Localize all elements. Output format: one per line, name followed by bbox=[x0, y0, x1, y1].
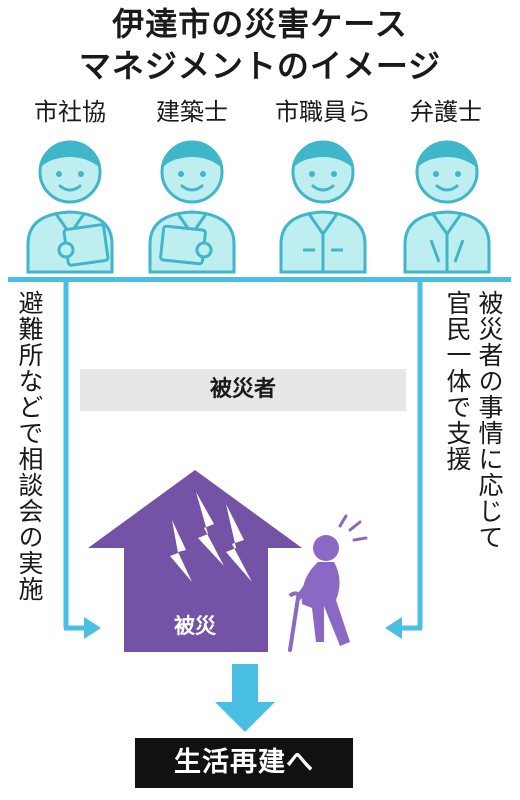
person-lawyer-icon bbox=[403, 140, 491, 274]
down-flow-arrow bbox=[215, 664, 275, 732]
person-city-staff-icon bbox=[279, 140, 367, 274]
title-line-1: 伊達市の災害ケース bbox=[112, 5, 408, 43]
person-label-city-staff: 市職員ら bbox=[275, 98, 371, 126]
person-label-social-welfare: 市社協 bbox=[34, 98, 106, 126]
person-social-welfare-icon bbox=[26, 140, 114, 274]
left-flow-arrow bbox=[63, 280, 101, 639]
victims-label-box: 被災者 bbox=[80, 369, 406, 411]
person-label-lawyer: 弁護士 bbox=[410, 98, 482, 126]
right-flow-arrow bbox=[385, 280, 423, 639]
right-description-line-1: 被災者の事情に応じて bbox=[475, 290, 504, 550]
person-label-architect: 建築士 bbox=[156, 98, 228, 126]
house-label: 被災 bbox=[174, 614, 216, 638]
elderly-person-icon bbox=[288, 514, 368, 652]
right-description-line-2: 官民一体で支援 bbox=[443, 290, 472, 472]
bottom-result-box: 生活再建へ bbox=[135, 738, 353, 788]
top-connector-line bbox=[8, 277, 511, 282]
left-description: 避難所などで相談会の実施 bbox=[15, 290, 44, 602]
person-architect-icon bbox=[148, 140, 236, 274]
title-line-2: マネジメントのイメージ bbox=[78, 47, 442, 85]
damaged-house-icon bbox=[88, 470, 302, 652]
